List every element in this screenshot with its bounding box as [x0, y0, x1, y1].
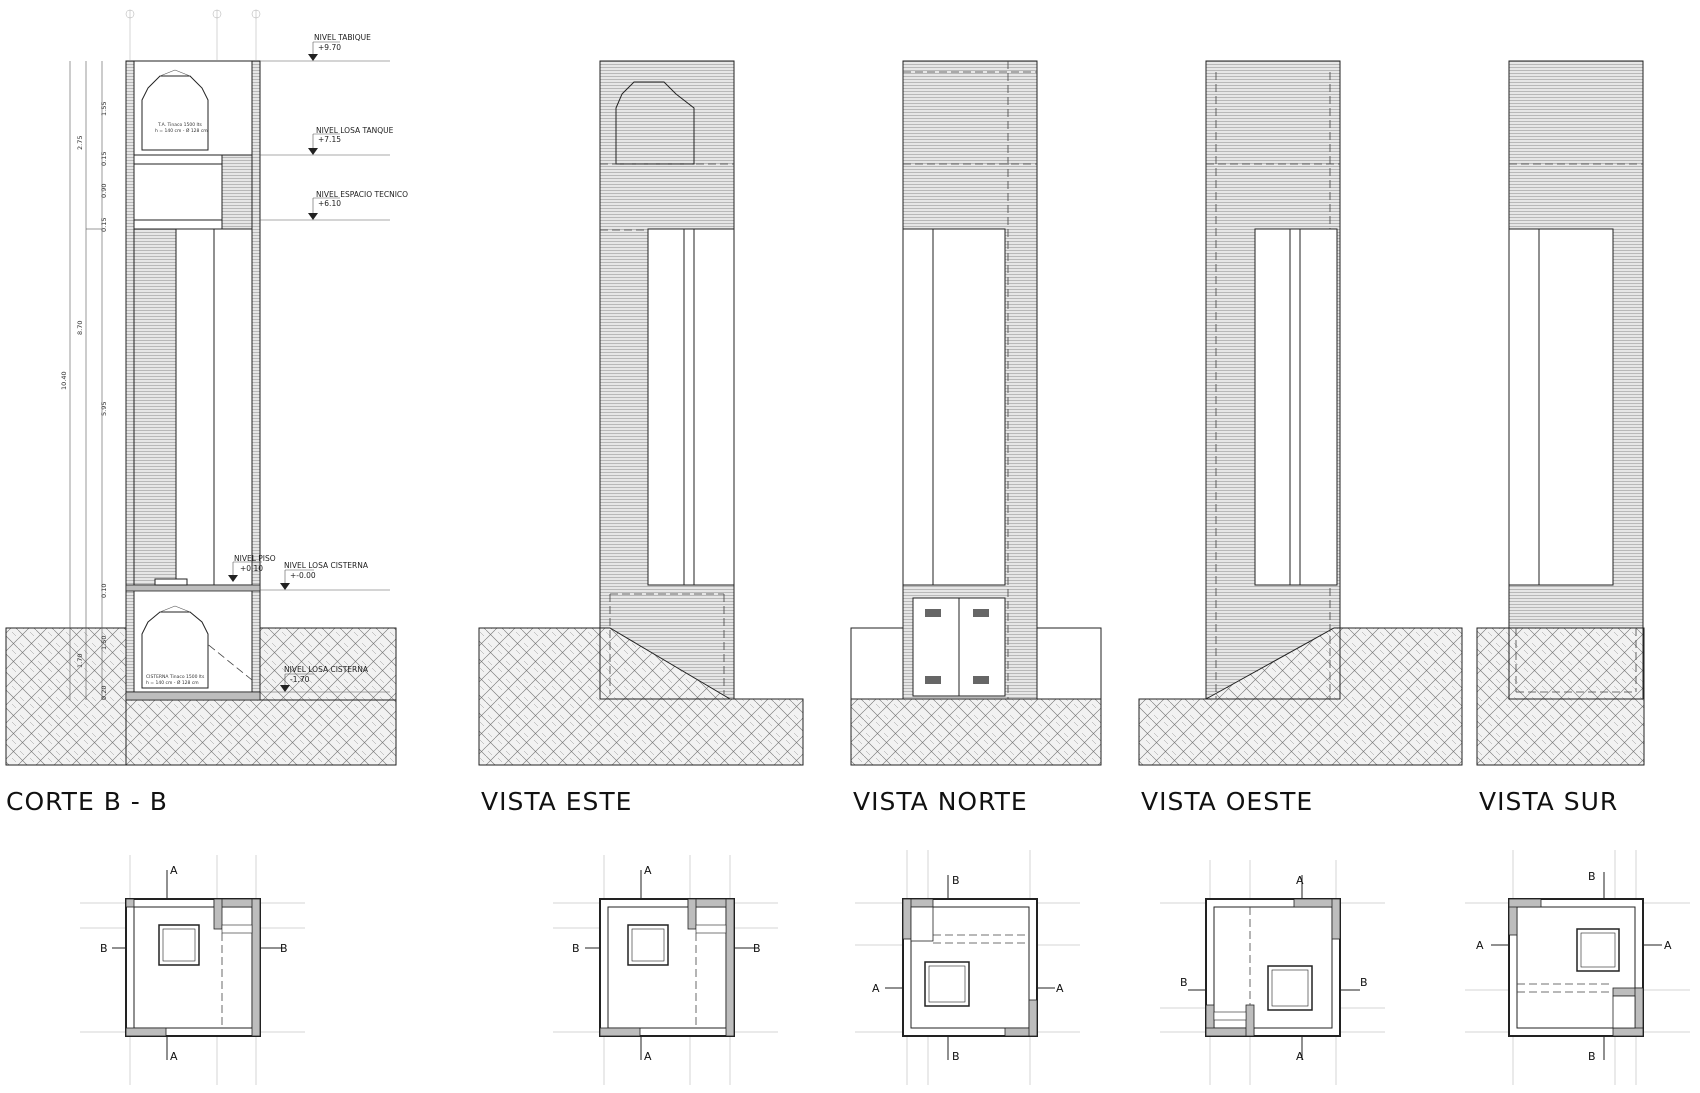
cut-label: A [170, 1050, 178, 1063]
soil-left [5, 627, 127, 766]
dim-seg6: 1.50 [100, 636, 108, 650]
level-fondo-cisterna-name: NIVEL LOSA CISTERNA [284, 665, 369, 674]
level-tabique-name: NIVEL TABIQUE [314, 33, 371, 42]
level-espacio-tecnico-value: +6.10 [318, 199, 341, 208]
soil-right [259, 627, 397, 701]
dim-seg4: 5.95 [100, 402, 108, 416]
title-vista-norte: VISTA NORTE [853, 787, 1028, 816]
title-vista-oeste: VISTA OESTE [1141, 787, 1313, 816]
dim-seg7: 0.20 [100, 686, 108, 700]
cut-label: B [572, 942, 580, 955]
dim-seg3: 0.15 [100, 218, 108, 232]
dim-seg1: 0.15 [100, 152, 108, 166]
upper-tank-icon [141, 75, 209, 151]
upper-tank-dims: h = 140 cm - Ø 128 cm [155, 127, 208, 134]
cut-label: A [1056, 982, 1064, 995]
plan-sur: A A B B [1465, 850, 1690, 1085]
lower-tank-label: CISTERNA Tinaco 1500 lts [146, 674, 205, 680]
cut-label: A [1296, 874, 1304, 887]
level-losa-cisterna-name: NIVEL LOSA CISTERNA [284, 561, 369, 570]
soil-bottom [125, 699, 397, 766]
level-espacio-tecnico-name: NIVEL ESPACIO TECNICO [316, 190, 408, 199]
elevation-east [478, 60, 804, 766]
title-vista-sur: VISTA SUR [1479, 787, 1618, 816]
cut-label: A [644, 864, 652, 877]
lower-tank-dims: h = 140 cm - Ø 128 cm [146, 679, 199, 686]
level-losa-tanque-name: NIVEL LOSA TANQUE [316, 126, 394, 135]
dim-total: 10.40 [60, 371, 68, 390]
cut-label: B [952, 1050, 960, 1063]
elevation-north [850, 60, 1102, 766]
level-piso-name: NIVEL PISO [234, 554, 276, 563]
dim-170: 1.70 [76, 654, 84, 668]
cut-label: A [170, 864, 178, 877]
wall-right [251, 60, 261, 700]
dim-275: 2.75 [76, 136, 84, 150]
cut-label: A [1664, 939, 1672, 952]
dim-upper: 8.70 [76, 321, 84, 335]
dim-seg2: 0.90 [100, 184, 108, 198]
level-piso-value: +0.10 [240, 564, 263, 573]
cut-label: B [1360, 976, 1368, 989]
elevation-south [1476, 60, 1645, 766]
level-losa-cisterna-value: +-0.00 [290, 571, 316, 580]
title-vista-este: VISTA ESTE [481, 787, 632, 816]
cut-label: B [280, 942, 288, 955]
level-tabique-value: +9.70 [318, 43, 341, 52]
plan-oeste: B B A A [1160, 860, 1385, 1085]
cut-label: B [952, 874, 960, 887]
dim-seg5: 0.10 [100, 584, 108, 598]
shaft-hatch [133, 228, 177, 586]
cut-label: A [1296, 1050, 1304, 1063]
plan-corte: B B A A [80, 855, 305, 1085]
cut-label: A [644, 1050, 652, 1063]
title-corte-bb: CORTE B - B [6, 787, 168, 816]
dim-seg0: 1.55 [100, 102, 108, 116]
cut-label: B [1588, 1050, 1596, 1063]
level-losa-tanque-value: +7.15 [318, 135, 341, 144]
plan-este: B B A A [553, 855, 778, 1085]
lower-tank-icon [141, 611, 209, 689]
north-soil [850, 698, 1102, 766]
level-fondo-cisterna-value: -1.70 [290, 675, 310, 684]
elevation-west [1138, 60, 1463, 766]
cut-label: A [872, 982, 880, 995]
cut-label: B [1180, 976, 1188, 989]
section-b-b: T.A. Tinaco 1500 lts h = 140 cm - Ø 128 … [5, 9, 408, 766]
upper-tank-label: T.A. Tinaco 1500 lts [157, 122, 203, 128]
cut-label: B [1588, 870, 1596, 883]
plan-norte: A A B B [855, 850, 1080, 1085]
cut-label: B [100, 942, 108, 955]
wall-left [125, 60, 135, 700]
cut-label: B [753, 942, 761, 955]
cut-label: A [1476, 939, 1484, 952]
